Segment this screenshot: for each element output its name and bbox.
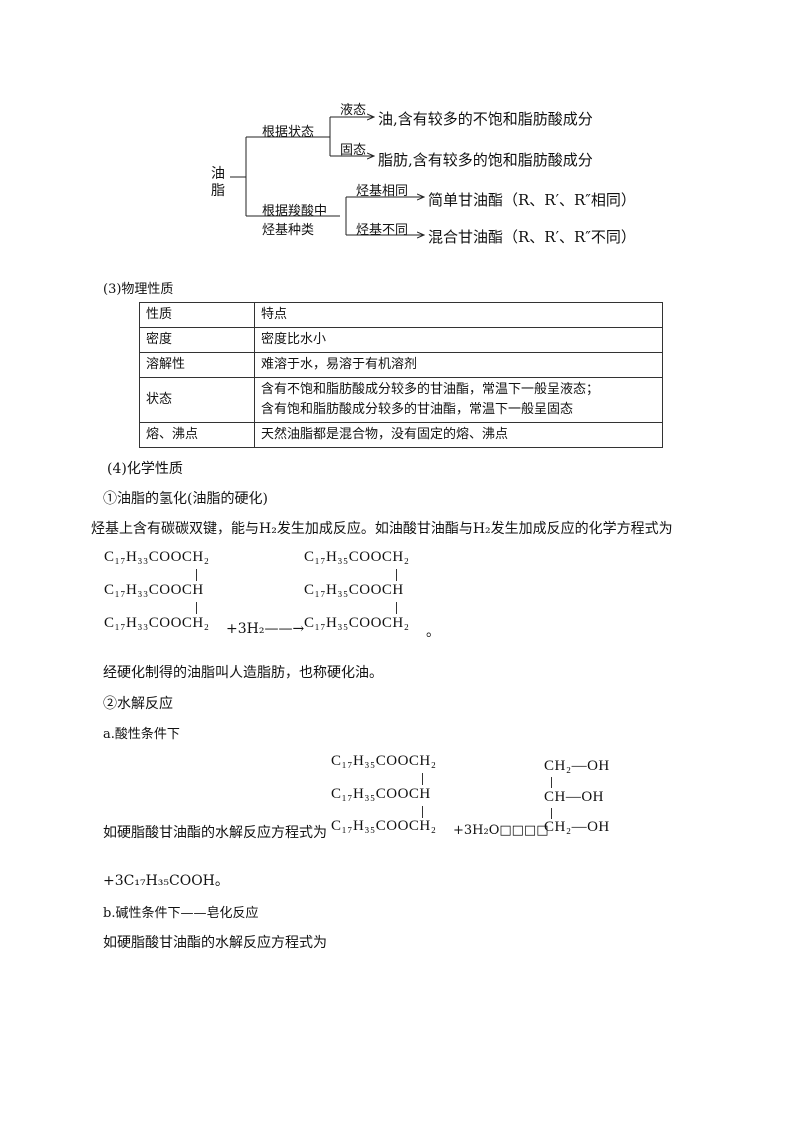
hydrogenation-paragraph: 烃基上含有碳碳双键，能与H₂发生加成反应。如油酸甘油酯与H₂发生加成反应的化学方… — [91, 521, 673, 537]
eq1-right-bond-1 — [396, 569, 397, 581]
branch-by-group-1: 根据羧酸中 — [262, 204, 328, 219]
hardened-oil-paragraph: 经硬化制得的油脂叫人造脂肪，也称硬化油。 — [103, 665, 383, 681]
eq1-right-3: C₁₇H₃₅COOCH₂ — [304, 615, 410, 631]
eq2-left-bond-2 — [422, 806, 423, 818]
basic-condition-heading: b.碱性条件下——皂化反应 — [103, 906, 259, 921]
table-cell-prop: 密度 — [139, 327, 255, 353]
acidic-condition-heading: a.酸性条件下 — [103, 727, 180, 742]
table-cell-desc: 天然油脂都是混合物，没有固定的熔、沸点 — [254, 422, 663, 448]
eq1-reagent: +3H₂——→ — [226, 621, 305, 637]
table-cell-prop: 熔、沸点 — [139, 422, 255, 448]
eq1-right-1: C₁₇H₃₅COOCH₂ — [304, 549, 410, 565]
eq2-reagent: +3H₂O□□□□ — [453, 823, 549, 838]
table-row: 溶解性 难溶于水，易溶于有机溶剂 — [139, 352, 663, 378]
hydrolysis-heading: ②水解反应 — [103, 696, 173, 712]
eq2-right-bond-1 — [551, 777, 552, 788]
label-same: 烃基相同 — [356, 184, 409, 199]
table-cell-desc: 密度比水小 — [254, 327, 663, 353]
eq1-end-mark: 。 — [426, 624, 440, 640]
table-header-cell: 性质 — [139, 302, 255, 328]
table-row: 熔、沸点 天然油脂都是混合物，没有固定的熔、沸点 — [139, 422, 663, 448]
eq1-right-bond-2 — [396, 602, 397, 614]
label-solid: 固态 — [340, 143, 367, 158]
table-header-row: 性质 特点 — [139, 302, 663, 328]
eq1-right-2: C₁₇H₃₅COOCH — [304, 582, 404, 598]
table-cell-prop: 状态 — [139, 377, 255, 423]
eq1-left-bond-1 — [196, 569, 197, 581]
eq2-left-2: C₁₇H₃₅COOCH — [331, 786, 431, 802]
table-header-cell: 特点 — [254, 302, 663, 328]
eq2-right-bond-2 — [551, 808, 552, 819]
eq1-left-1: C₁₇H₃₃COOCH₂ — [104, 549, 210, 565]
eq2-left-1: C₁₇H₃₅COOCH₂ — [331, 753, 437, 769]
table-row: 密度 密度比水小 — [139, 327, 663, 353]
eq1-left-bond-2 — [196, 602, 197, 614]
state-desc-line2: 含有饱和脂肪酸成分较多的甘油酯，常温下一般呈固态 — [261, 402, 574, 417]
eq2-left-bond-1 — [422, 773, 423, 785]
table-row: 状态 含有不饱和脂肪酸成分较多的甘油酯，常温下一般呈液态； 含有饱和脂肪酸成分较… — [139, 377, 663, 423]
eq2-right-1: CH₂—OH — [544, 758, 610, 774]
chemical-heading: (4)化学性质 — [107, 461, 183, 477]
branch-by-group-2: 烃基种类 — [262, 223, 315, 238]
saponification-paragraph: 如硬脂酸甘油酯的水解反应方程式为 — [103, 935, 327, 951]
table-cell-desc: 难溶于水，易溶于有机溶剂 — [254, 352, 663, 378]
result-mixed: 混合甘油酯（R、R′、R″不同） — [428, 228, 636, 246]
table-cell-prop: 溶解性 — [139, 352, 255, 378]
hydrogenation-heading: ①油脂的氢化(油脂的硬化) — [103, 491, 268, 507]
physical-properties-table: 性质 特点 密度 密度比水小 溶解性 难溶于水，易溶于有机溶剂 状态 含有不饱和… — [139, 302, 663, 448]
eq2-left-3: C₁₇H₃₅COOCH₂ — [331, 818, 437, 834]
eq1-left-3: C₁₇H₃₃COOCH₂ — [104, 615, 210, 631]
eq1-left-2: C₁₇H₃₃COOCH — [104, 582, 204, 598]
result-fat: 脂肪,含有较多的饱和脂肪酸成分 — [378, 151, 593, 169]
physical-heading: (3)物理性质 — [103, 282, 174, 297]
label-different: 烃基不同 — [356, 223, 409, 238]
eq2-tail: +3C₁₇H₃₅COOH。 — [103, 873, 229, 889]
eq2-right-3: CH₂—OH — [544, 819, 610, 835]
branch-by-state: 根据状态 — [262, 125, 315, 140]
table-cell-desc: 含有不饱和脂肪酸成分较多的甘油酯，常温下一般呈液态； 含有饱和脂肪酸成分较多的甘… — [254, 377, 663, 423]
hydrolysis-paragraph: 如硬脂酸甘油酯的水解反应方程式为 — [103, 825, 327, 841]
result-oil: 油,含有较多的不饱和脂肪酸成分 — [378, 110, 593, 128]
eq2-right-2: CH—OH — [544, 789, 605, 805]
diagram-root-you: 油 — [211, 166, 225, 182]
diagram-connectors — [230, 0, 800, 260]
result-simple: 简单甘油酯（R、R′、R″相同） — [428, 191, 636, 209]
diagram-root-zhi: 脂 — [211, 183, 225, 199]
label-liquid: 液态 — [340, 103, 367, 118]
state-desc-line1: 含有不饱和脂肪酸成分较多的甘油酯，常温下一般呈液态； — [261, 382, 600, 397]
